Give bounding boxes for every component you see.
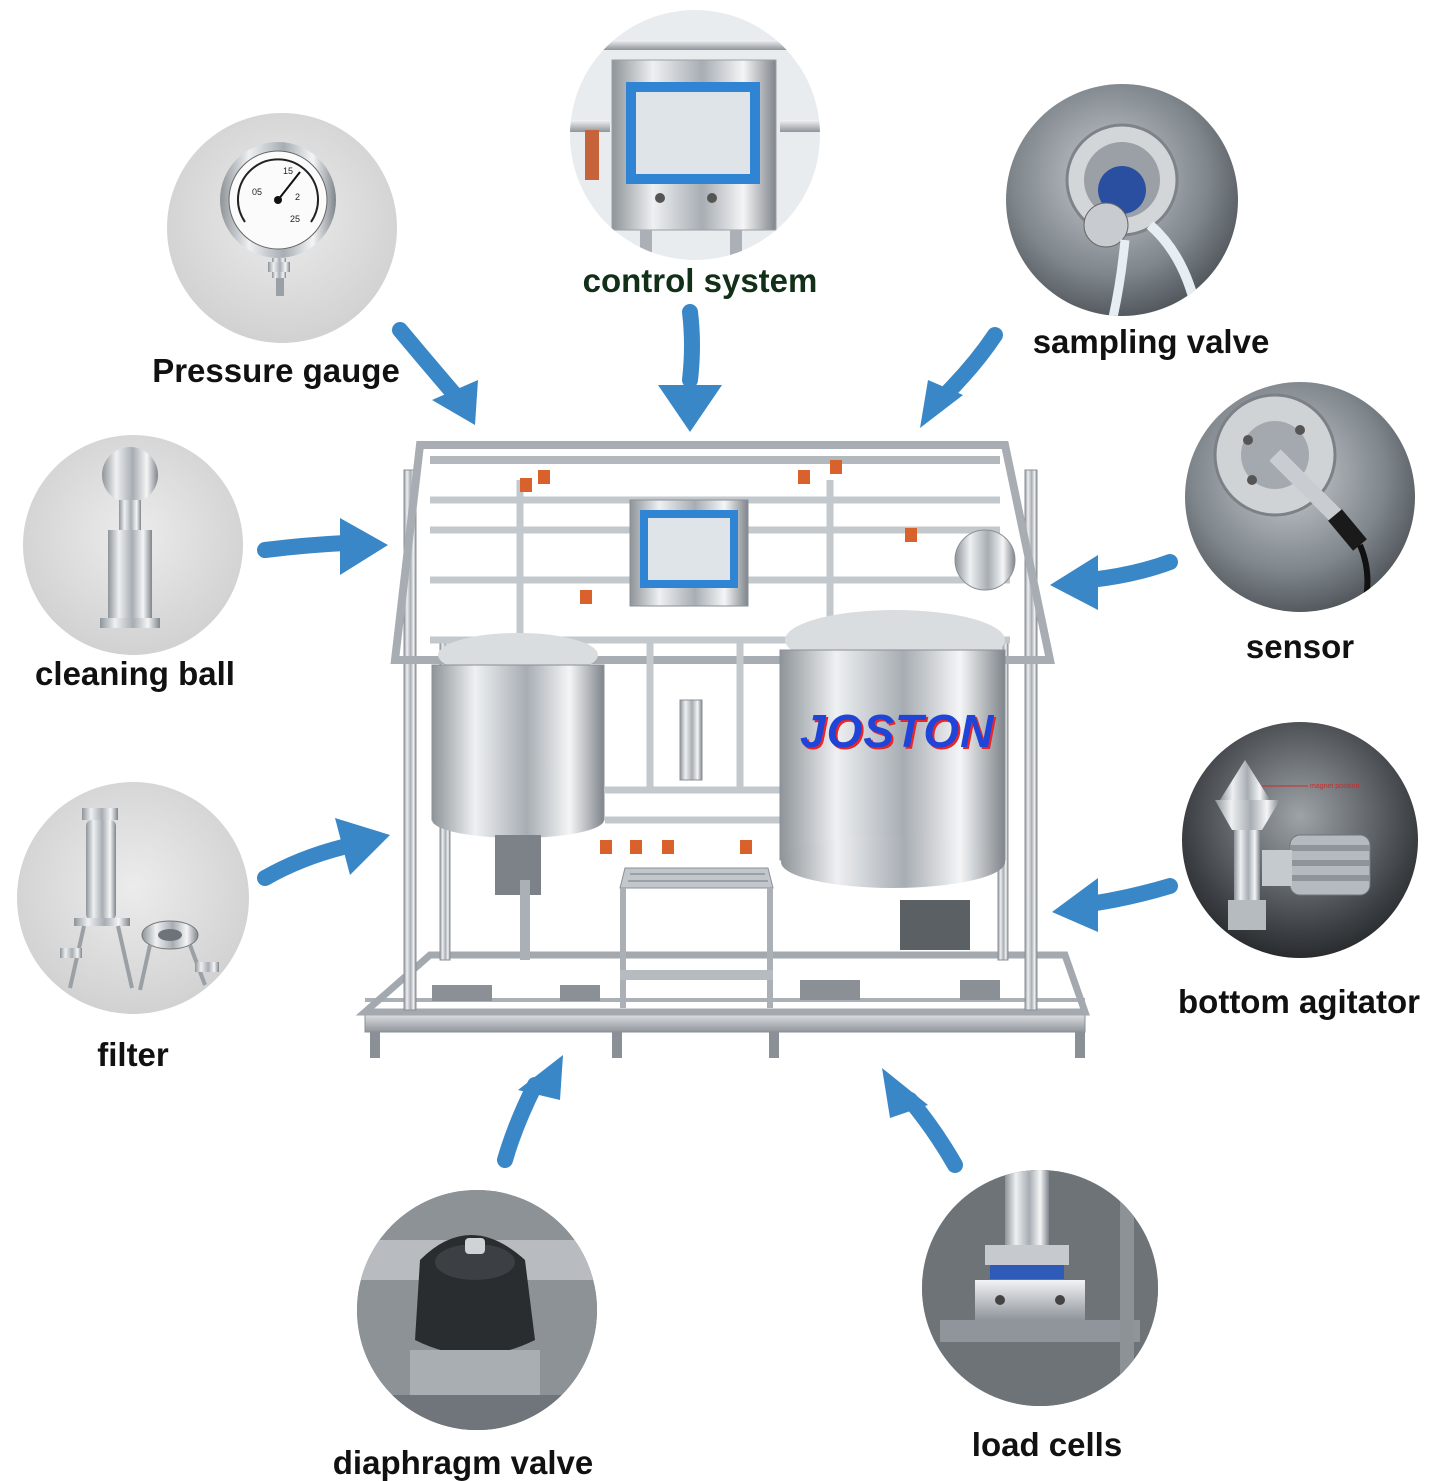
label-filter: filter	[97, 1036, 169, 1073]
svg-text:2: 2	[295, 192, 300, 202]
arrow-control	[682, 304, 700, 388]
pressure-gauge-photo: 05 2 25 15	[167, 113, 397, 343]
arrow-sensor	[1082, 554, 1178, 588]
step-platform	[619, 867, 774, 1008]
label-bottom-agitator: bottom agitator	[1178, 983, 1420, 1020]
brand-logo: JOSTON	[800, 705, 995, 757]
svg-text:magnet position: magnet position	[1310, 783, 1360, 790]
right-tank	[779, 529, 1016, 1000]
bottom-agitator-photo: magnet position	[1182, 722, 1418, 958]
svg-text:15: 15	[283, 166, 293, 176]
load-cells-photo	[922, 1170, 1158, 1406]
filter-photo	[17, 782, 249, 1014]
arrow-sampling	[937, 327, 1003, 403]
brand-logo-text: JOSTON	[800, 705, 995, 757]
arrowhead-agitator	[1052, 878, 1098, 932]
cleaning-ball-photo	[23, 435, 243, 655]
label-control-system: control system	[582, 262, 818, 299]
label-sampling-valve: sampling valve	[1032, 323, 1270, 360]
arrowhead-sampling	[920, 380, 963, 428]
sensor-photo	[1185, 382, 1415, 612]
arrowhead-loadcells	[882, 1068, 928, 1118]
arrow-agitator	[1082, 878, 1178, 912]
diaphragm-valve-photo	[357, 1190, 597, 1430]
svg-text:25: 25	[290, 214, 300, 224]
arrow-filter	[257, 839, 351, 886]
arrow-loadcells	[902, 1092, 963, 1173]
label-diaphragm-valve: diaphragm valve	[332, 1444, 594, 1481]
arrowheads	[335, 380, 1098, 1118]
svg-text:05: 05	[252, 187, 262, 197]
arrowhead-pressure	[432, 380, 478, 425]
arrowhead-sensor	[1050, 555, 1098, 610]
arrowhead-filter	[335, 818, 390, 875]
arrow-diaphragm	[497, 1077, 543, 1168]
label-cleaning-ball: cleaning ball	[35, 655, 235, 692]
arrow-pressure	[392, 322, 463, 403]
label-pressure-gauge: Pressure gauge	[152, 352, 400, 389]
label-sensor: sensor	[1245, 628, 1355, 665]
skid-machine	[355, 441, 1090, 1058]
control-system-photo	[570, 10, 820, 260]
label-load-cells: load cells	[971, 1426, 1123, 1463]
sampling-valve-photo	[1006, 84, 1238, 316]
left-tank	[431, 633, 605, 1001]
arrow-cleaning	[257, 535, 353, 558]
arrowhead-diaphragm	[518, 1055, 563, 1100]
arrowhead-control	[658, 385, 722, 432]
arrowhead-cleaning	[340, 518, 388, 575]
